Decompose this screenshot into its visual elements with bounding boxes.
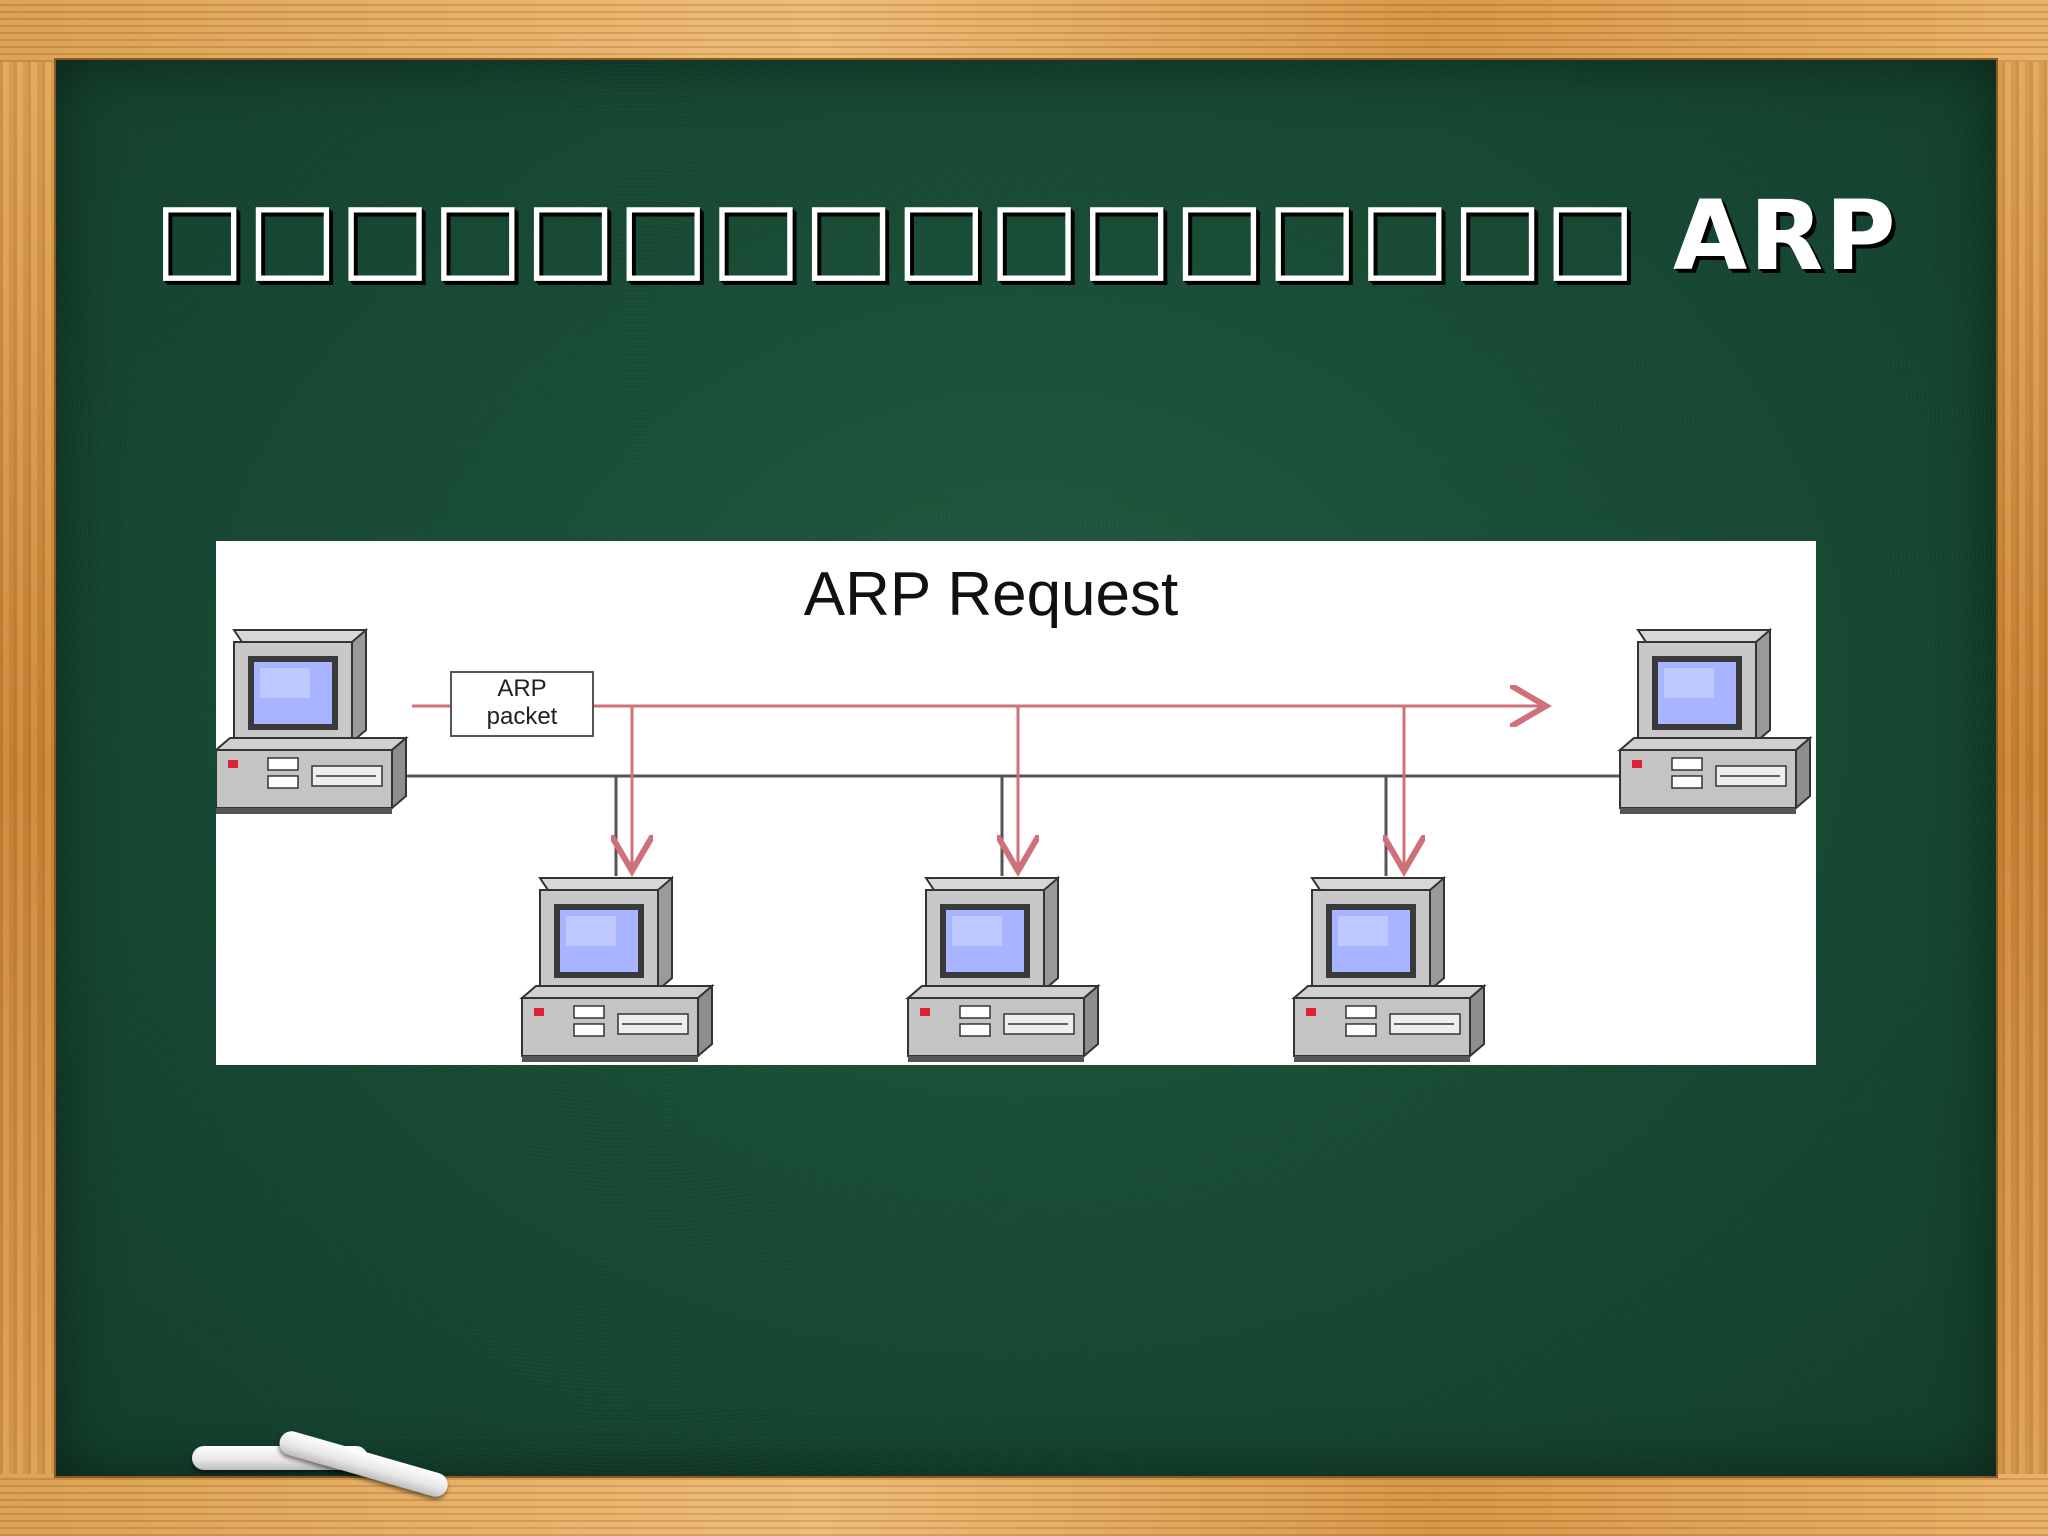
receiver-computer-icon-2: [907, 877, 1099, 1063]
target-computer-icon: [1619, 629, 1811, 815]
diagram-canvas: [216, 629, 1811, 1063]
frame-top-rail: [0, 0, 2048, 62]
frame-bottom-rail: [0, 1474, 2048, 1536]
arp-request-diagram: ARP Request ARP packet: [216, 541, 1816, 1065]
receiver-computer-icon-1: [521, 877, 713, 1063]
diagram-title: ARP Request: [803, 560, 1179, 629]
packet-label-line2: packet: [486, 703, 558, 730]
arp-packet-box: ARP packet: [450, 671, 594, 737]
receiver-computer-icon-3: [1293, 877, 1485, 1063]
slide-title: □□□□□□□□□□□□□□□□ ARP: [154, 180, 1898, 292]
sender-computer-icon: [216, 629, 407, 815]
packet-label-line1: ARP: [497, 675, 547, 702]
